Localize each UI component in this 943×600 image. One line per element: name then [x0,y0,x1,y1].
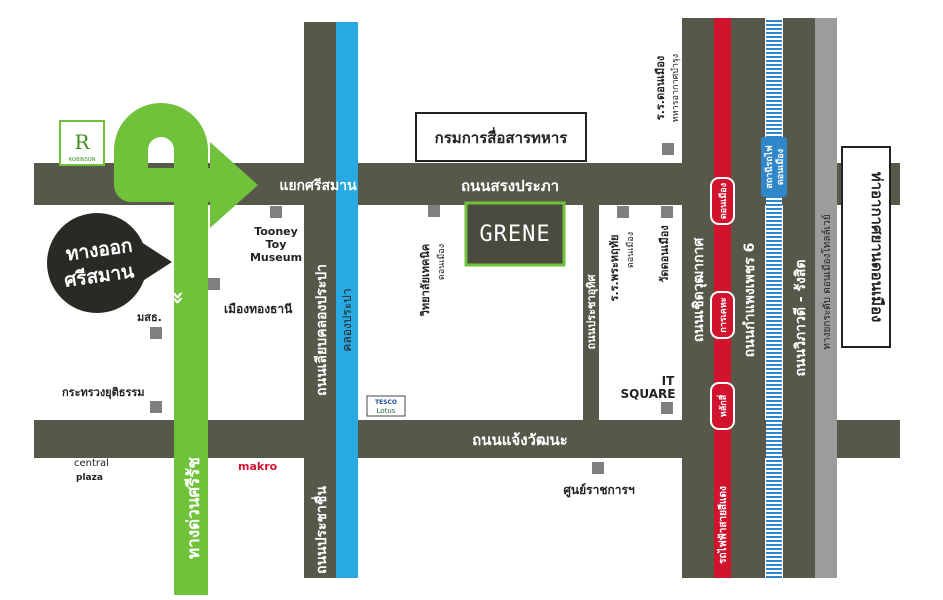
grene-project-marker [464,201,566,267]
badge-don-mueang [710,177,735,225]
badge-karakade [710,291,735,339]
expressway-si-rat [114,103,225,595]
label-songprapa: ถนนสรงประภา [461,177,559,195]
robinson-logo-letter: R [74,130,90,154]
label-central-2: plaza [76,473,103,483]
label-school-top-1: ร.ร.ดอนเมือง [654,56,667,120]
label-tech-college-2: ดอนเมือง [436,244,447,280]
label-mueang-thong: เมืองทองธานี [224,302,293,316]
marker-tooney [270,206,282,218]
marker-school-top [662,143,674,155]
label-kamphaeng-phet-6: ถนนกำแพงเพชร 6 [742,243,758,358]
badge-laksi [710,382,735,430]
badge-laksi-label: หลักสี่ [716,394,729,417]
marker-justice [150,401,162,413]
label-justice: กระทรวงยุติธรรม [62,386,145,400]
tesco-logo-2: Lotus [377,407,396,415]
label-tooney-1: Tooney [254,225,298,238]
label-central-1: central [74,458,109,469]
marker-school [617,206,629,218]
label-tooney-2: Toy [266,238,287,251]
exit-badge-pointer [138,240,172,284]
label-tollway: ทางยกระดับ ดอนเมืองโทลล์เวย์ [820,214,833,349]
tesco-logo-1: TESCO [375,399,397,406]
label-school-top-2: ทหารอากาศบำรุง [670,54,681,122]
robinson-name: ROBINSON [69,157,96,163]
label-tech-college-1: วิทยาลัยเทคนิค [419,244,432,317]
label-si-rat-expressway: ทางด่วนศรีรัช [183,457,204,559]
label-makro: makro [238,460,278,473]
comm-dept-box [415,112,587,162]
grene-project-label: GRENE [479,222,550,247]
marker-wat [661,206,673,218]
label-school-2: ดอนเมือง [625,232,636,268]
label-it-square-2: SQUARE [621,387,676,401]
marker-mueang-thong [208,278,220,290]
label-mor-sor: มสธ. [137,311,162,324]
badge-skytrain-station-1: สถานีรถไฟ [763,145,775,188]
label-tooney-3: Museum [250,251,302,264]
label-liab-khlong-prapa: ถนนเลียบคลองประปา [314,264,330,396]
label-khlong-prapa: คลองประปา [340,288,354,351]
expressway-chevron-icon: « [165,291,190,305]
label-school-1: ร.ร.พระหฤทัย [608,235,621,302]
label-srisaman-junction: แยกศรีสมาน [279,178,357,194]
airport-label: ท่าอากาศยานดอนเมือง [868,172,886,323]
label-prachautit: ถนนประชาอุทิศ [585,273,599,349]
airport-box [841,146,891,348]
label-it-square-1: IT [662,374,675,388]
badge-skytrain-station [761,137,787,197]
badge-karakade-label: การเคหะ [719,297,729,332]
label-wat: วัดดอนเมือง [658,225,671,283]
canal-khlong-prapa [336,22,358,578]
marker-mor-sor [150,327,162,339]
label-prachachuen: ถนนประชาชื่น [311,486,330,574]
label-chaengwattana: ถนนแจ้งวัฒนะ [472,431,568,449]
marker-tech-college [428,205,440,217]
label-chertwutthakat: ถนนเชิดวุฒากาศ [691,237,707,343]
comm-dept-label: กรมการสื่อสารทหาร [435,127,569,147]
expressway-arrow-head [210,142,258,228]
road-chertwutthakat [682,18,714,578]
marker-it-square [661,402,673,414]
road-vibhavadi [783,18,815,578]
road-kamphaeng-phet-6 [731,18,765,578]
robinson-logo [59,120,105,166]
tollway-grey [815,18,837,578]
road-prachautit [583,205,599,420]
skytrain-track [766,18,782,578]
marker-gov-center [592,462,604,474]
label-vibhavadi: ถนนวิภาวดี - รังสิต [793,259,809,376]
label-gov-center: ศูนย์ราชการฯ [563,483,635,498]
badge-don-mueang-label: ดอนเมือง [717,183,729,219]
label-red-line: รถไฟฟ้าสายสีแดง [716,486,729,564]
road-liab-khlong-prapa [304,22,338,578]
exit-badge [47,213,147,313]
tesco-logo [366,395,406,417]
badge-skytrain-station-2: ดอนเมือง [774,149,786,185]
